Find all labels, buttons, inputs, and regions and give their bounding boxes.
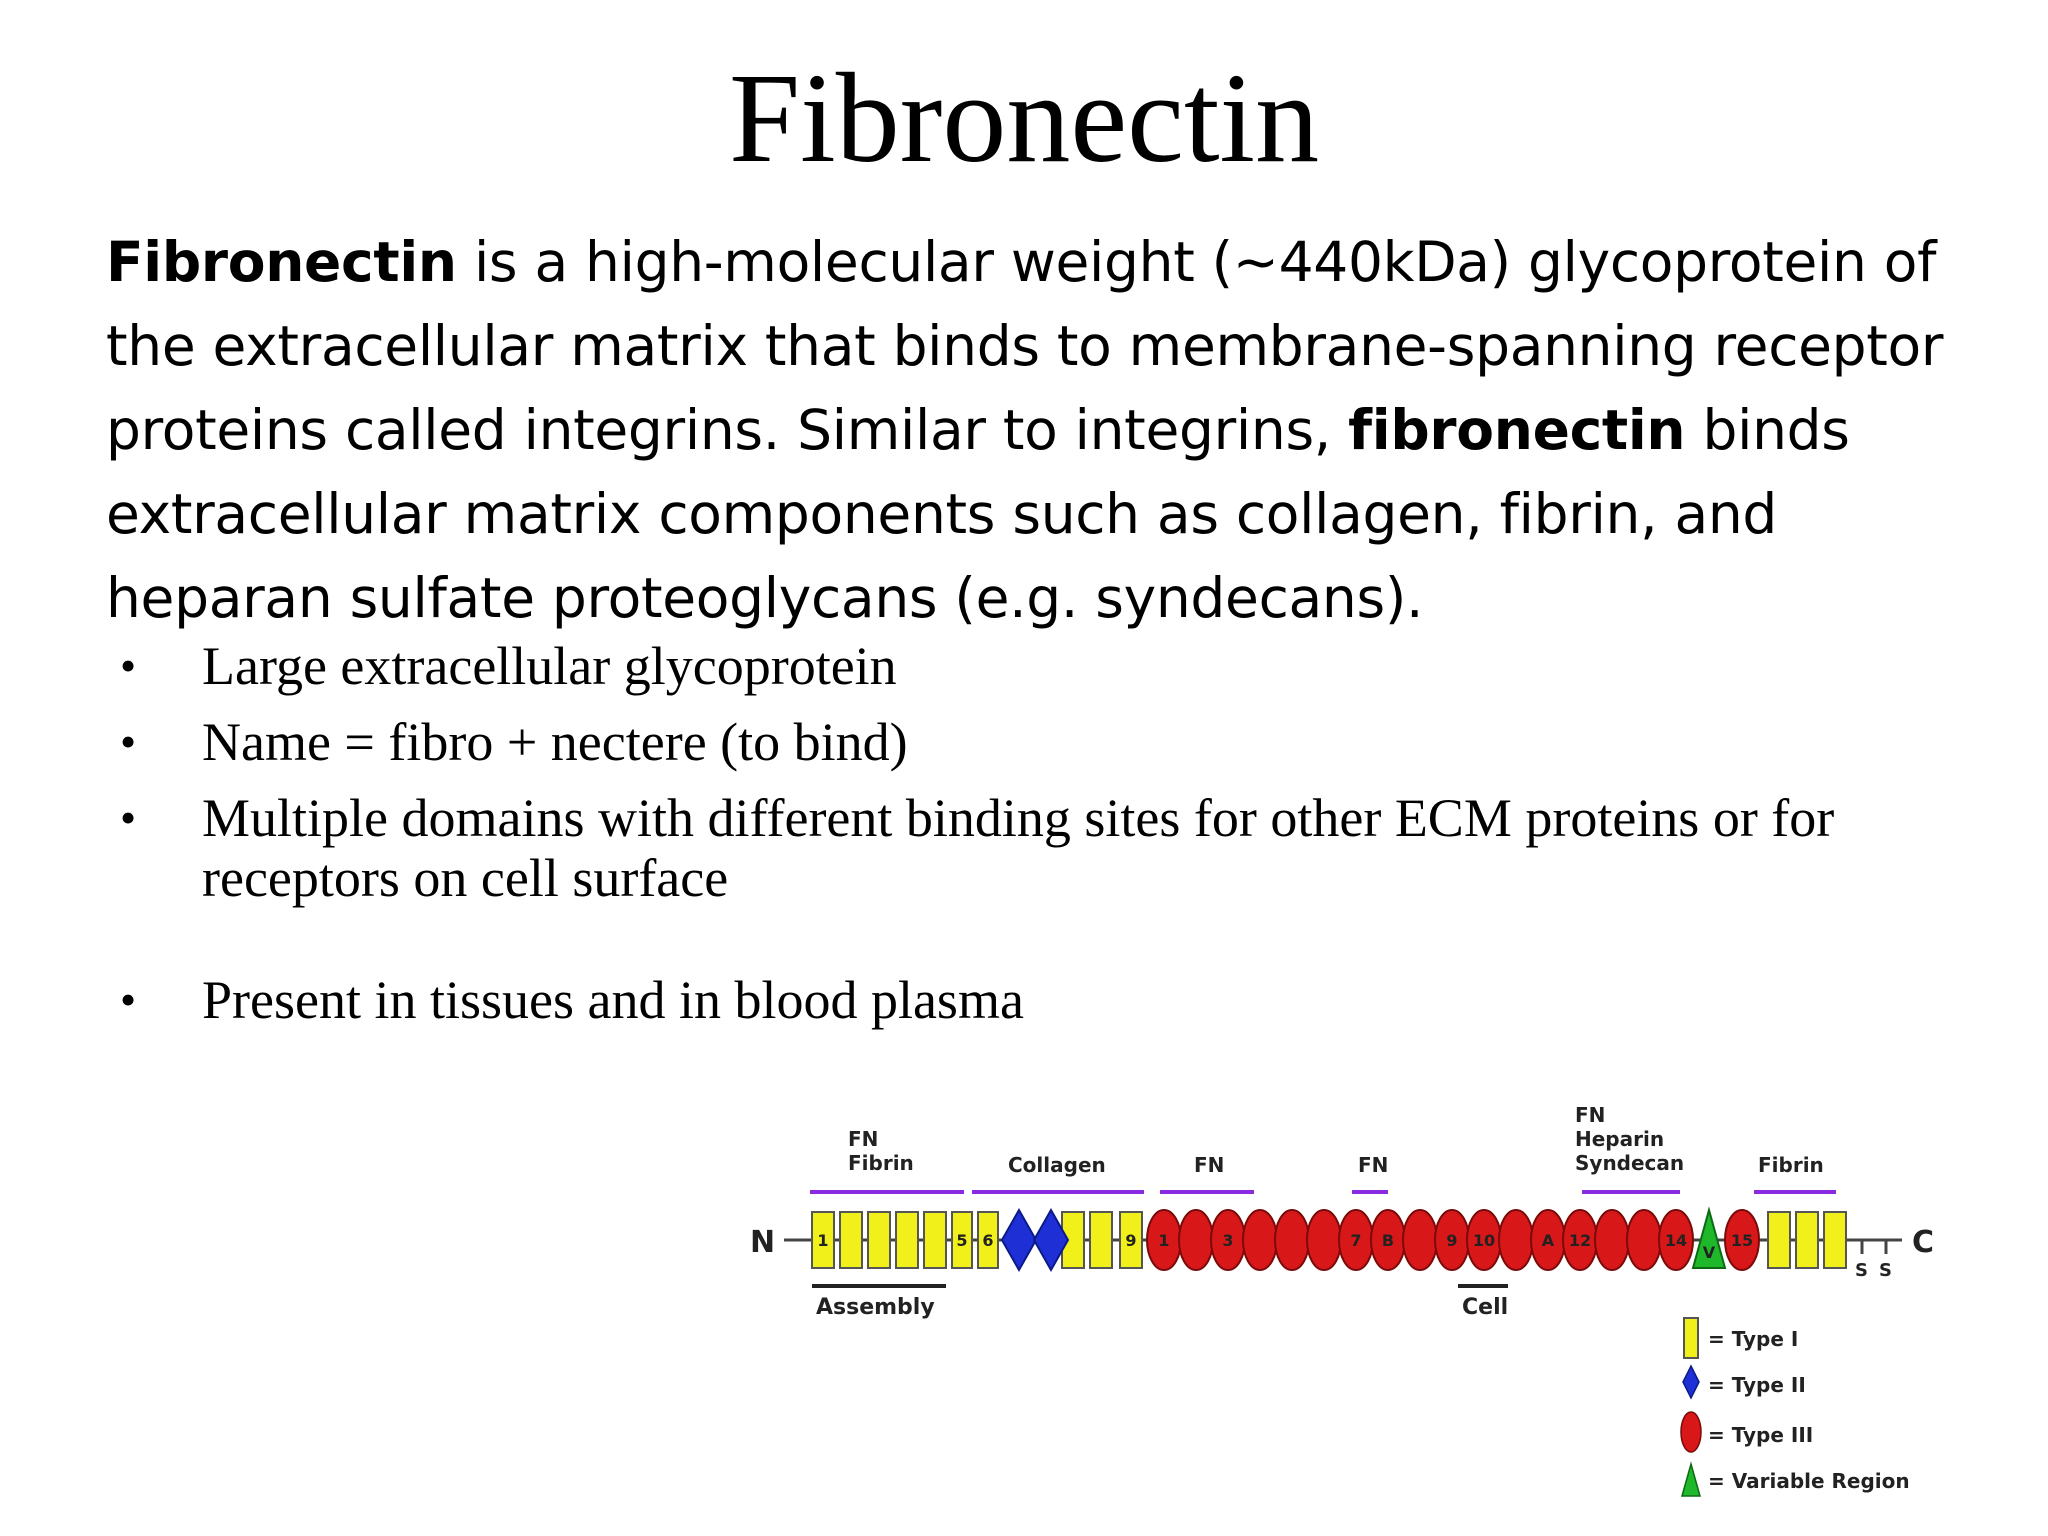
label-fn-a: FN bbox=[1194, 1153, 1224, 1177]
type-iii-module bbox=[1724, 1209, 1760, 1271]
type-iii-module bbox=[1178, 1209, 1214, 1271]
label-heparin-heparin: Heparin bbox=[1575, 1127, 1664, 1151]
label-fn-b: FN bbox=[1358, 1153, 1388, 1177]
type-i-module bbox=[1119, 1211, 1143, 1269]
legend-type-i-swatch bbox=[1683, 1317, 1699, 1359]
type-i-module bbox=[811, 1211, 835, 1269]
label-cell: Cell bbox=[1462, 1295, 1508, 1320]
label-heparin-fn: FN bbox=[1575, 1103, 1605, 1127]
type-i-module bbox=[867, 1211, 891, 1269]
module-number: B bbox=[1382, 1231, 1394, 1250]
bullet-item: •Name = fibro + nectere (to bind) bbox=[120, 712, 908, 772]
intro-bold-fibronectin-2: fibronectin bbox=[1348, 398, 1686, 462]
variable-region-module bbox=[1691, 1206, 1727, 1269]
type-i-module bbox=[977, 1211, 999, 1269]
type-ii-module bbox=[1000, 1207, 1038, 1273]
type-i-module bbox=[923, 1211, 947, 1269]
legend-variable-label: = Variable Region bbox=[1708, 1469, 1910, 1493]
type-iii-module bbox=[1242, 1209, 1278, 1271]
module-number: 1 bbox=[817, 1231, 828, 1250]
module-number: 5 bbox=[956, 1231, 967, 1250]
type-i-module bbox=[1089, 1211, 1113, 1269]
legend-type-iii-label: = Type III bbox=[1708, 1423, 1813, 1447]
type-iii-module bbox=[1594, 1209, 1630, 1271]
type-ii-module bbox=[1032, 1207, 1070, 1273]
legend-type-iii-swatch bbox=[1680, 1411, 1702, 1453]
intro-paragraph: Fibronectin is a high-molecular weight (… bbox=[106, 220, 2006, 640]
type-iii-module bbox=[1306, 1209, 1342, 1271]
slide-title: Fibronectin bbox=[728, 47, 1320, 189]
type-i-module bbox=[1795, 1211, 1819, 1269]
label-fibrin: Fibrin bbox=[1758, 1153, 1824, 1177]
module-number: A bbox=[1542, 1231, 1555, 1250]
fibronectin-domain-diagram: FN Fibrin Collagen FN FN FN Heparin Synd… bbox=[750, 1103, 1934, 1497]
module-number: 6 bbox=[982, 1231, 993, 1250]
bullet-dot: • bbox=[120, 716, 137, 767]
type-iii-module bbox=[1626, 1209, 1662, 1271]
type-iii-module bbox=[1402, 1209, 1438, 1271]
bullet-list: •Large extracellular glycoprotein •Name … bbox=[106, 636, 1986, 1046]
type-iii-module bbox=[1658, 1209, 1694, 1271]
intro-text-2: binds extracellular matrix components su… bbox=[106, 398, 1850, 630]
type-i-module bbox=[951, 1211, 973, 1269]
label-assembly: Assembly bbox=[816, 1295, 935, 1320]
c-terminus-label: C bbox=[1912, 1225, 1934, 1260]
legend: = Type I = Type II = Type III = Variable… bbox=[1680, 1317, 1910, 1497]
module-number: 1 bbox=[1158, 1231, 1169, 1250]
type-i-module bbox=[839, 1211, 863, 1269]
bullet-item: •Present in tissues and in blood plasma bbox=[120, 970, 1024, 1030]
module-number: 12 bbox=[1569, 1231, 1591, 1250]
type-iii-module bbox=[1274, 1209, 1310, 1271]
bullet-dot: • bbox=[120, 640, 137, 691]
intro-bold-fibronectin: Fibronectin bbox=[106, 230, 457, 294]
disulfide-s-label: S bbox=[1855, 1260, 1868, 1281]
type-i-module bbox=[895, 1211, 919, 1269]
type-iii-module bbox=[1498, 1209, 1534, 1271]
legend-type-ii-swatch bbox=[1682, 1364, 1700, 1400]
label-collagen: Collagen bbox=[1008, 1153, 1106, 1177]
bullet-item: •Multiple domains with different binding… bbox=[120, 788, 1835, 908]
type-i-module bbox=[1823, 1211, 1847, 1269]
disulfide-s-label: S bbox=[1879, 1260, 1892, 1281]
legend-type-i-label: = Type I bbox=[1708, 1327, 1798, 1351]
bullet-dot: • bbox=[120, 792, 137, 843]
module-number: 3 bbox=[1222, 1231, 1233, 1250]
module-number: 15 bbox=[1731, 1231, 1753, 1250]
legend-type-ii-label: = Type II bbox=[1708, 1373, 1806, 1397]
n-terminus-label: N bbox=[750, 1225, 775, 1260]
module-number: 10 bbox=[1473, 1231, 1495, 1250]
label-fn-fibrin-fibrin: Fibrin bbox=[848, 1151, 914, 1175]
module-number: 9 bbox=[1446, 1231, 1457, 1250]
bullet-item: •Large extracellular glycoprotein bbox=[120, 636, 897, 696]
intro-text-1: is a high-molecular weight (~440kDa) gly… bbox=[106, 230, 1944, 462]
bullet-dot: • bbox=[120, 974, 137, 1025]
label-fn-fibrin-fn: FN bbox=[848, 1127, 878, 1151]
module-number: 14 bbox=[1665, 1231, 1687, 1250]
legend-variable-swatch bbox=[1681, 1461, 1701, 1497]
module-number: 7 bbox=[1350, 1231, 1361, 1250]
label-heparin-syndecan: Syndecan bbox=[1575, 1151, 1684, 1175]
type-i-module bbox=[1767, 1211, 1791, 1269]
module-number: 9 bbox=[1125, 1231, 1136, 1250]
module-number: V bbox=[1703, 1243, 1716, 1262]
